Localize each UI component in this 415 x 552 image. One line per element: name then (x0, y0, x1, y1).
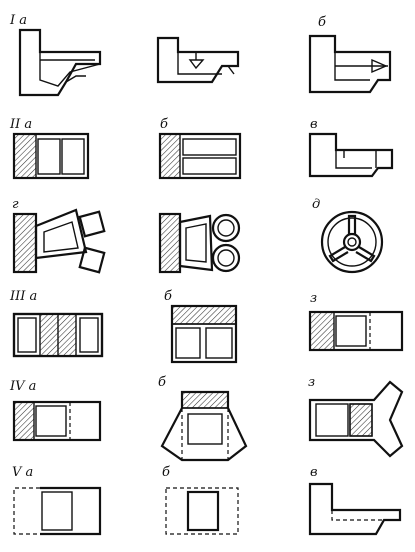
figure-2b (158, 132, 242, 180)
figure-3-middle (158, 212, 241, 274)
figure-1b (308, 34, 392, 94)
figure-2a (12, 132, 90, 180)
label-row4-col2: б (164, 289, 172, 304)
label-row5-col3: з (308, 375, 315, 390)
figure-5a (12, 400, 102, 442)
label-row2-col3: в (310, 117, 318, 132)
label-row6-col2: б (162, 465, 170, 480)
figure-5b (160, 390, 248, 462)
figure-3g (12, 208, 106, 274)
label-row6-col1: V a (12, 465, 33, 480)
figure-5z (308, 380, 404, 458)
label-row3-col1: г (12, 197, 19, 212)
figure-4z (308, 310, 404, 352)
label-row5-col2: б (158, 375, 166, 390)
figure-2c (308, 132, 394, 178)
label-row2-col2: б (160, 117, 168, 132)
label-row4-col1: III a (9, 289, 37, 304)
figure-3d-chuck (320, 210, 384, 274)
figure-1a (18, 28, 102, 97)
label-row1-col3: б (318, 15, 326, 30)
label-row5-col1: IV a (9, 379, 36, 394)
label-row4-col3: з (310, 291, 317, 306)
figure-1-middle (156, 36, 240, 84)
label-row1-col1: I a (9, 13, 27, 28)
label-row2-col1: II a (9, 117, 32, 132)
figure-4b (170, 304, 238, 364)
label-row6-col3: в (310, 465, 318, 480)
label-row3-col3: д (312, 197, 320, 212)
figure-6a (13, 486, 102, 536)
figure-4a (12, 312, 104, 358)
figure-6c (308, 482, 402, 536)
figure-6b (165, 487, 239, 535)
